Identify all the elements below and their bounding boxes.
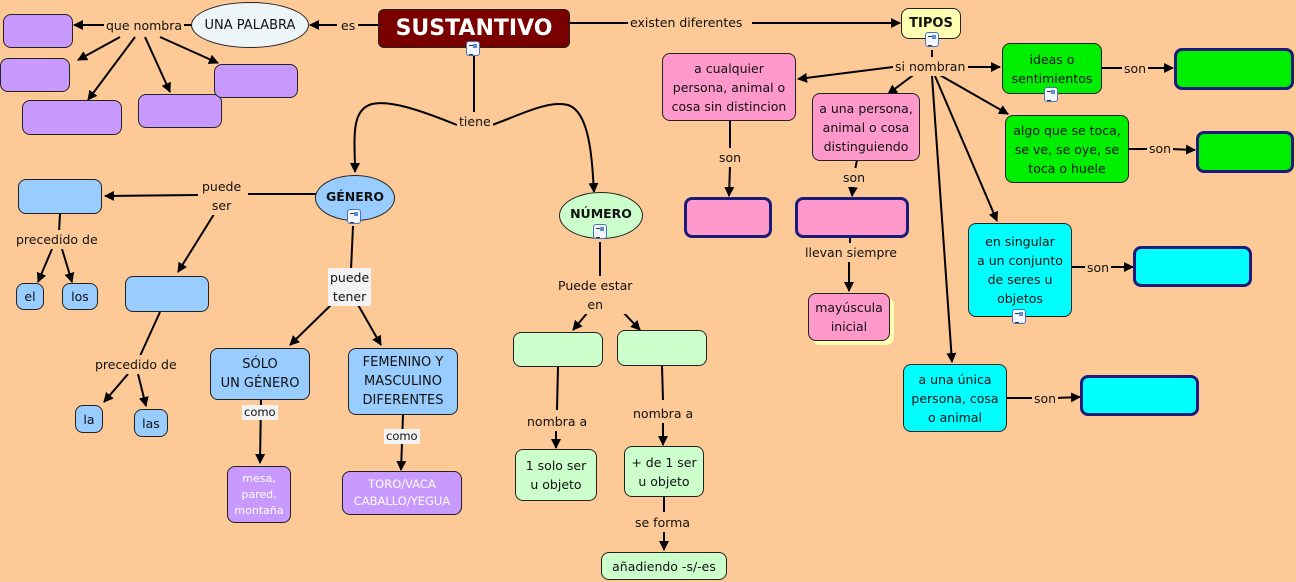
- link-line: [887, 72, 917, 95]
- link-line: [356, 302, 382, 346]
- node-purple-empty-4[interactable]: [138, 94, 222, 128]
- link-label-como-2: como: [384, 429, 420, 444]
- node-solo-un-genero[interactable]: SÓLO UN GÉNERO: [210, 348, 310, 400]
- link-label-si-nombran: si nombran: [893, 57, 968, 76]
- link-line: [847, 185, 858, 197]
- node-green-empty-2[interactable]: [1196, 131, 1294, 173]
- link-line: [491, 103, 599, 193]
- link-label-llevan-siempre: llevan siempre: [803, 243, 899, 262]
- link-line: [159, 36, 219, 64]
- link-label-que-nombra: que nombra: [104, 16, 185, 35]
- node-unica-persona[interactable]: a una única persona, cosa o animal: [903, 364, 1007, 432]
- link-label-se-forma: se forma: [633, 513, 692, 532]
- node-una-palabra[interactable]: UNA PALABRA: [191, 2, 309, 48]
- node-toro-vaca-caballo-yegua[interactable]: TORO/VACA CABALLO/YEGUA: [342, 471, 462, 515]
- link-label-son: son: [841, 168, 868, 187]
- link-line: [87, 36, 136, 101]
- node-los[interactable]: los: [62, 283, 98, 310]
- node-mesa-pared-montana[interactable]: mesa, pared, montaña: [227, 466, 291, 523]
- link-line: [350, 225, 354, 271]
- node-cualquier-persona[interactable]: a cualquier persona, animal o cosa sin d…: [662, 53, 796, 121]
- document-icon[interactable]: [925, 32, 939, 47]
- link-label-precedido-de-2: precedido de: [93, 355, 179, 374]
- link-line: [661, 365, 664, 401]
- document-icon[interactable]: [466, 41, 480, 56]
- document-icon[interactable]: [1044, 87, 1058, 102]
- link-line: [36, 248, 53, 283]
- link-line: [58, 213, 61, 233]
- link-line: [621, 310, 641, 331]
- node-distinguiendo[interactable]: a una persona, animal o cosa distinguien…: [812, 93, 920, 161]
- node-purple-empty-3[interactable]: [22, 100, 122, 135]
- node-pink-empty-1[interactable]: [684, 197, 772, 238]
- node-genero[interactable]: GÉNERO: [315, 175, 395, 221]
- link-label-puede-ser: puede ser: [200, 177, 244, 215]
- link-label-nombra-a-1: nombra a: [525, 412, 590, 431]
- node-algo-que-se-toca[interactable]: algo que se toca, se ve, se oye, se toca…: [1005, 115, 1129, 183]
- link-line: [177, 210, 217, 273]
- node-pink-empty-2[interactable]: [795, 197, 909, 238]
- link-line: [572, 311, 589, 331]
- document-icon[interactable]: [593, 224, 607, 239]
- node-cyan-empty-2[interactable]: [1080, 375, 1199, 416]
- link-line: [103, 373, 129, 403]
- node-en-singular-conjunto[interactable]: en singular a un conjunto de seres u obj…: [968, 223, 1072, 317]
- node-purple-empty-2[interactable]: [0, 58, 70, 92]
- link-line: [797, 66, 894, 83]
- node-anadiendo-s-es[interactable]: añadiendo -s/-es: [601, 552, 727, 580]
- node-ideas-sentimientos[interactable]: ideas o sentimientos: [1002, 43, 1102, 94]
- link-line: [937, 73, 1009, 115]
- node-mayuscula-inicial[interactable]: mayúscula inicial: [808, 293, 890, 341]
- link-line: [1169, 144, 1196, 155]
- link-line: [137, 373, 149, 407]
- link-line: [934, 75, 999, 222]
- node-las[interactable]: las: [134, 409, 168, 437]
- node-numero-empty-1[interactable]: [513, 332, 603, 367]
- link-label-puede-estar-en: Puede estar en: [556, 276, 635, 314]
- link-label-son: son: [717, 148, 744, 167]
- link-line: [144, 36, 171, 93]
- node-un-solo-ser[interactable]: 1 solo ser u objeto: [515, 449, 597, 501]
- link-label-son: son: [1032, 389, 1059, 408]
- node-numero-empty-2[interactable]: [617, 330, 707, 366]
- link-label-son: son: [1147, 139, 1174, 158]
- node-purple-empty-1[interactable]: [3, 14, 73, 48]
- link-line: [1054, 392, 1081, 403]
- document-icon[interactable]: [347, 209, 361, 224]
- link-line: [289, 302, 334, 346]
- link-label-nombra-a-2: nombra a: [631, 404, 696, 423]
- node-genero-empty-2[interactable]: [125, 276, 209, 312]
- link-label-puede-tener: puede tener: [328, 268, 372, 306]
- node-genero-empty-1[interactable]: [18, 179, 102, 214]
- node-cyan-empty-1[interactable]: [1133, 246, 1252, 287]
- link-line: [556, 366, 559, 411]
- link-line: [931, 75, 957, 363]
- link-label-precedido-de-1: precedido de: [14, 230, 100, 249]
- node-mas-de-un-ser[interactable]: + de 1 ser u objeto: [624, 446, 704, 497]
- link-line: [77, 36, 121, 61]
- link-line: [104, 190, 199, 201]
- node-la[interactable]: la: [75, 405, 103, 433]
- node-purple-empty-5[interactable]: [214, 64, 298, 98]
- link-label-tiene: tiene: [457, 112, 493, 131]
- link-line: [724, 165, 735, 197]
- link-label-es: es: [339, 16, 358, 35]
- link-line: [61, 248, 75, 283]
- link-label-son: son: [1085, 258, 1112, 277]
- document-icon[interactable]: [1012, 309, 1026, 324]
- node-el[interactable]: el: [16, 283, 44, 310]
- link-line: [139, 311, 161, 357]
- node-green-empty-1[interactable]: [1174, 48, 1294, 90]
- link-line: [349, 102, 458, 173]
- link-label-existen-diferentes: existen diferentes: [628, 13, 745, 32]
- link-label-son: son: [1122, 59, 1149, 78]
- node-femenino-masculino[interactable]: FEMENINO Y MASCULINO DIFERENTES: [348, 348, 458, 415]
- link-label-como-1: como: [242, 405, 278, 420]
